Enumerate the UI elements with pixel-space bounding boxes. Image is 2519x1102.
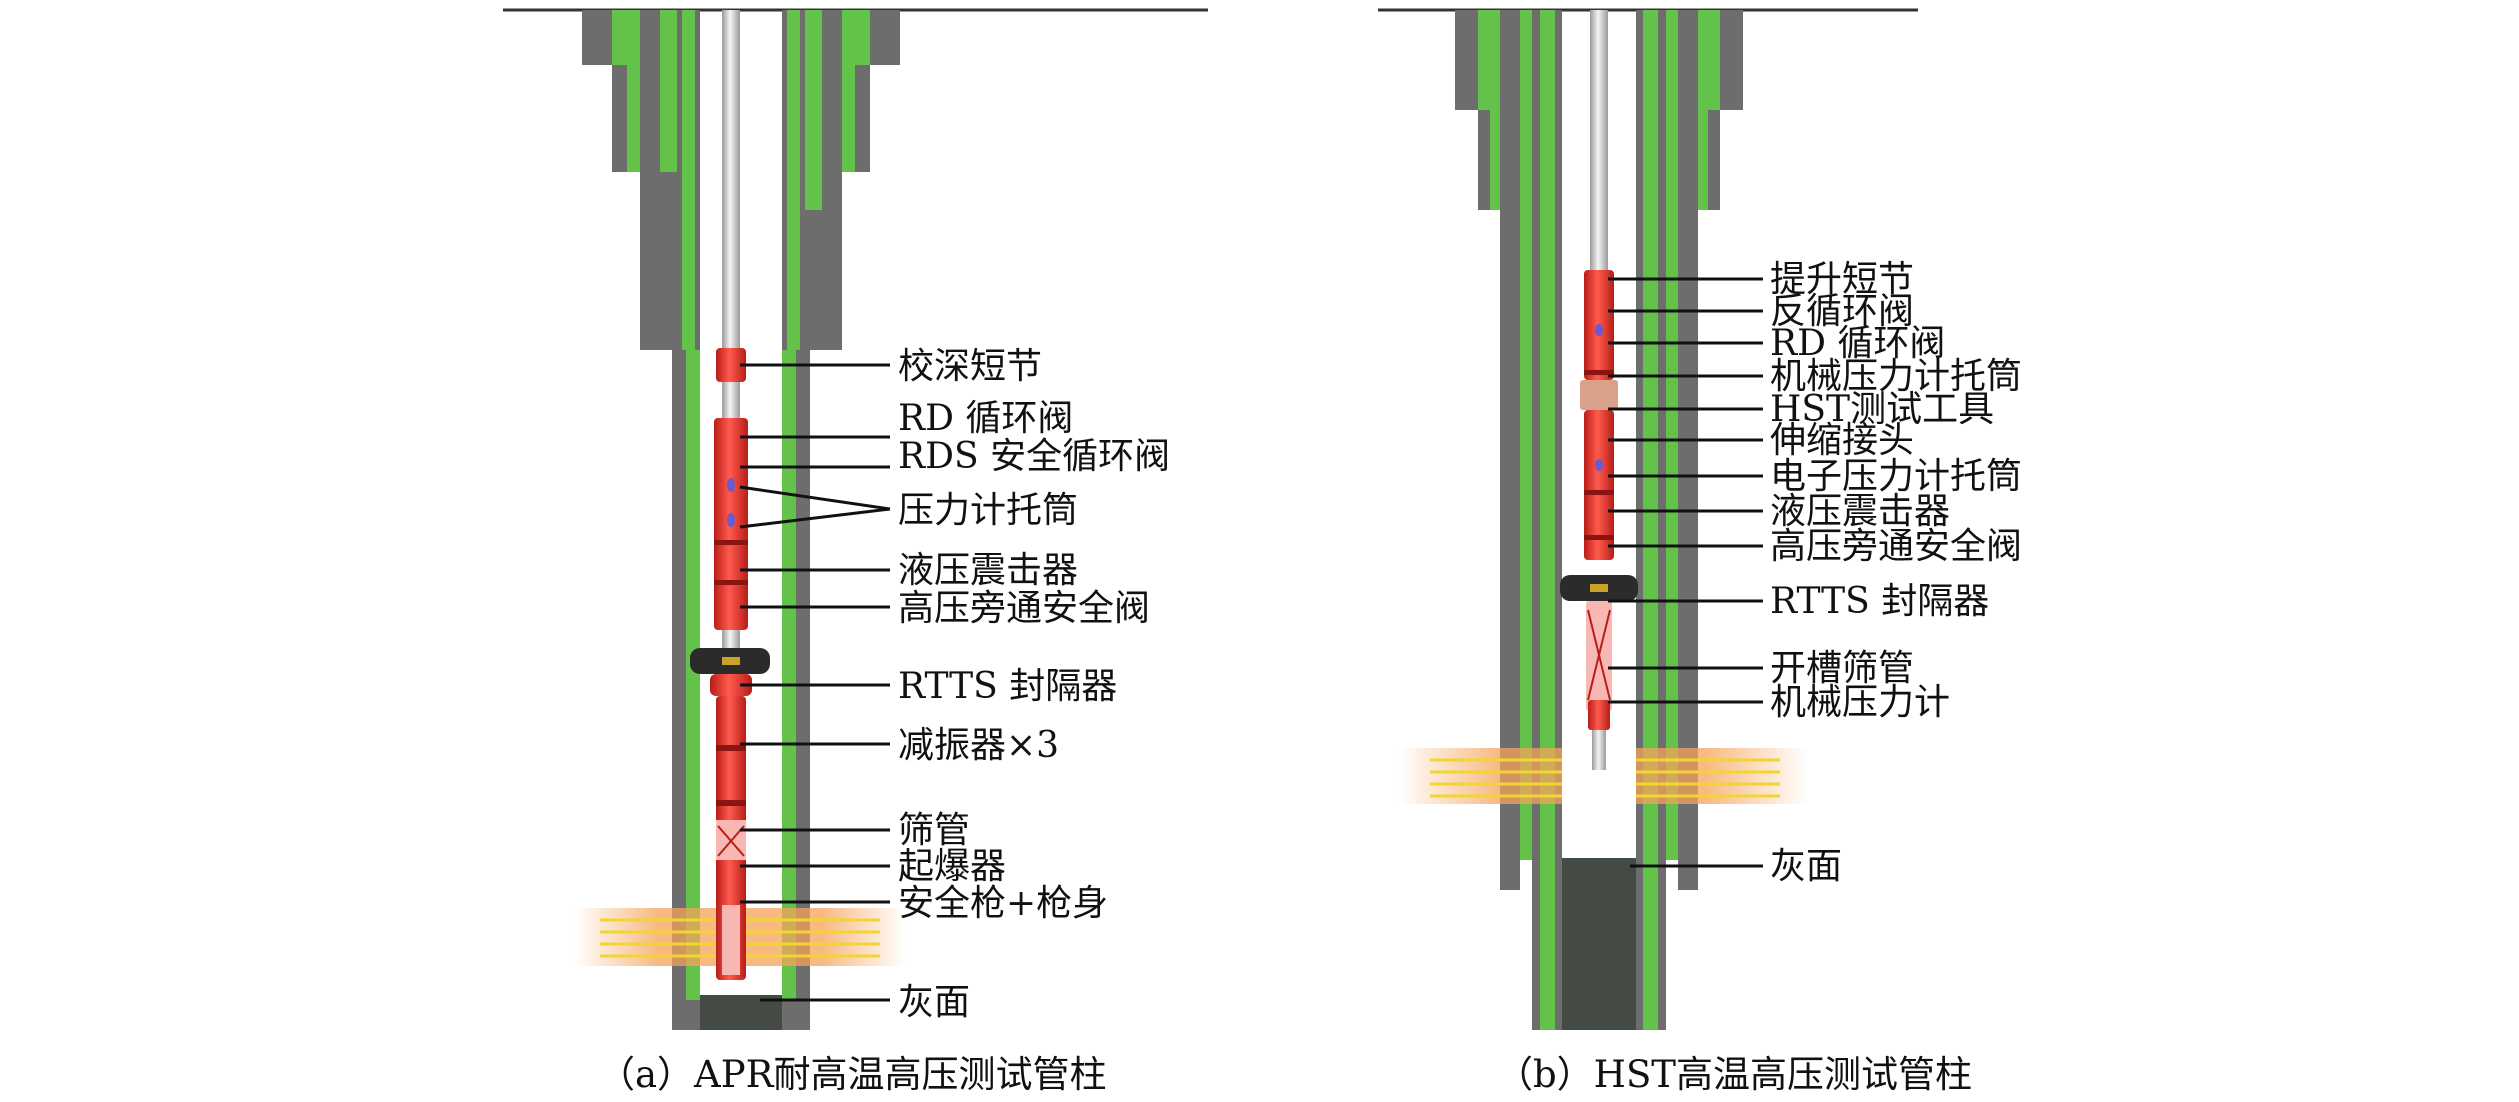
label-detonator: 起爆器 bbox=[898, 846, 1006, 887]
label-rtts-packer-b: RTTS 封隔器 bbox=[1770, 581, 1989, 622]
label-rd-valve-b: RD 循环阀 bbox=[1770, 323, 1945, 364]
diagram-b: 提升短节 反循环阀 RD 循环阀 机械压力计托筒 HST测试工具 伸缩接头 电子… bbox=[1378, 8, 2022, 1096]
label-gauge-carrier-a: 压力计托筒 bbox=[898, 490, 1078, 531]
label-mech-gauge: 机械压力计 bbox=[1770, 682, 1950, 723]
label-shock-absorber: 减振器×3 bbox=[898, 725, 1059, 766]
label-hydraulic-jar-b: 液压震击器 bbox=[1770, 491, 1950, 532]
tool-string-b bbox=[1560, 10, 1638, 770]
label-elec-gauge-carrier: 电子压力计托筒 bbox=[1770, 456, 2022, 497]
tubing-b bbox=[1590, 10, 1608, 272]
label-slotted-screen: 开槽筛管 bbox=[1770, 648, 1914, 689]
label-reverse-valve: 反循环阀 bbox=[1770, 291, 1914, 332]
labels-a: 校深短节 RD 循环阀 RDS 安全循环阀 压力计托筒 液压震击器 高压旁通安全… bbox=[898, 346, 1170, 1023]
label-depth-sub: 校深短节 bbox=[898, 346, 1042, 387]
label-ash-surface-a: 灰面 bbox=[898, 982, 970, 1023]
ash-plug-b bbox=[1562, 858, 1636, 1030]
label-lift-sub: 提升短节 bbox=[1770, 259, 1914, 300]
label-bypass-valve-b: 高压旁通安全阀 bbox=[1770, 526, 2022, 567]
label-safety-gun: 安全枪+枪身 bbox=[898, 883, 1108, 924]
caption-a: （a）APR耐高温高压测试管柱 bbox=[598, 1053, 1107, 1096]
labels-b: 提升短节 反循环阀 RD 循环阀 机械压力计托筒 HST测试工具 伸缩接头 电子… bbox=[1770, 259, 2022, 887]
leaders-b bbox=[1608, 277, 1763, 868]
leaders-a bbox=[739, 363, 891, 1002]
tool-string-a bbox=[690, 10, 770, 980]
label-rtts-packer-a: RTTS 封隔器 bbox=[898, 666, 1117, 707]
label-hydraulic-jar-a: 液压震击器 bbox=[898, 550, 1078, 591]
label-hst-tool: HST测试工具 bbox=[1770, 389, 1994, 430]
caption-b: （b）HST高温高压测试管柱 bbox=[1496, 1053, 1972, 1096]
hst-tool-body bbox=[1580, 380, 1618, 410]
mid-tools-b bbox=[1584, 410, 1614, 560]
tubing-a bbox=[722, 10, 740, 350]
label-ash-surface-b: 灰面 bbox=[1770, 846, 1842, 887]
label-rd-valve-a: RD 循环阀 bbox=[898, 398, 1073, 439]
label-screen: 筛管 bbox=[898, 810, 970, 851]
label-rds-valve: RDS 安全循环阀 bbox=[898, 436, 1170, 477]
label-mech-gauge-carrier: 机械压力计托筒 bbox=[1770, 356, 2022, 397]
label-slip-joint: 伸缩接头 bbox=[1770, 420, 1914, 461]
label-bypass-valve-a: 高压旁通安全阀 bbox=[898, 588, 1150, 629]
diagram-a: 校深短节 RD 循环阀 RDS 安全循环阀 压力计托筒 液压震击器 高压旁通安全… bbox=[503, 8, 1208, 1096]
depth-sub-body bbox=[716, 348, 746, 382]
